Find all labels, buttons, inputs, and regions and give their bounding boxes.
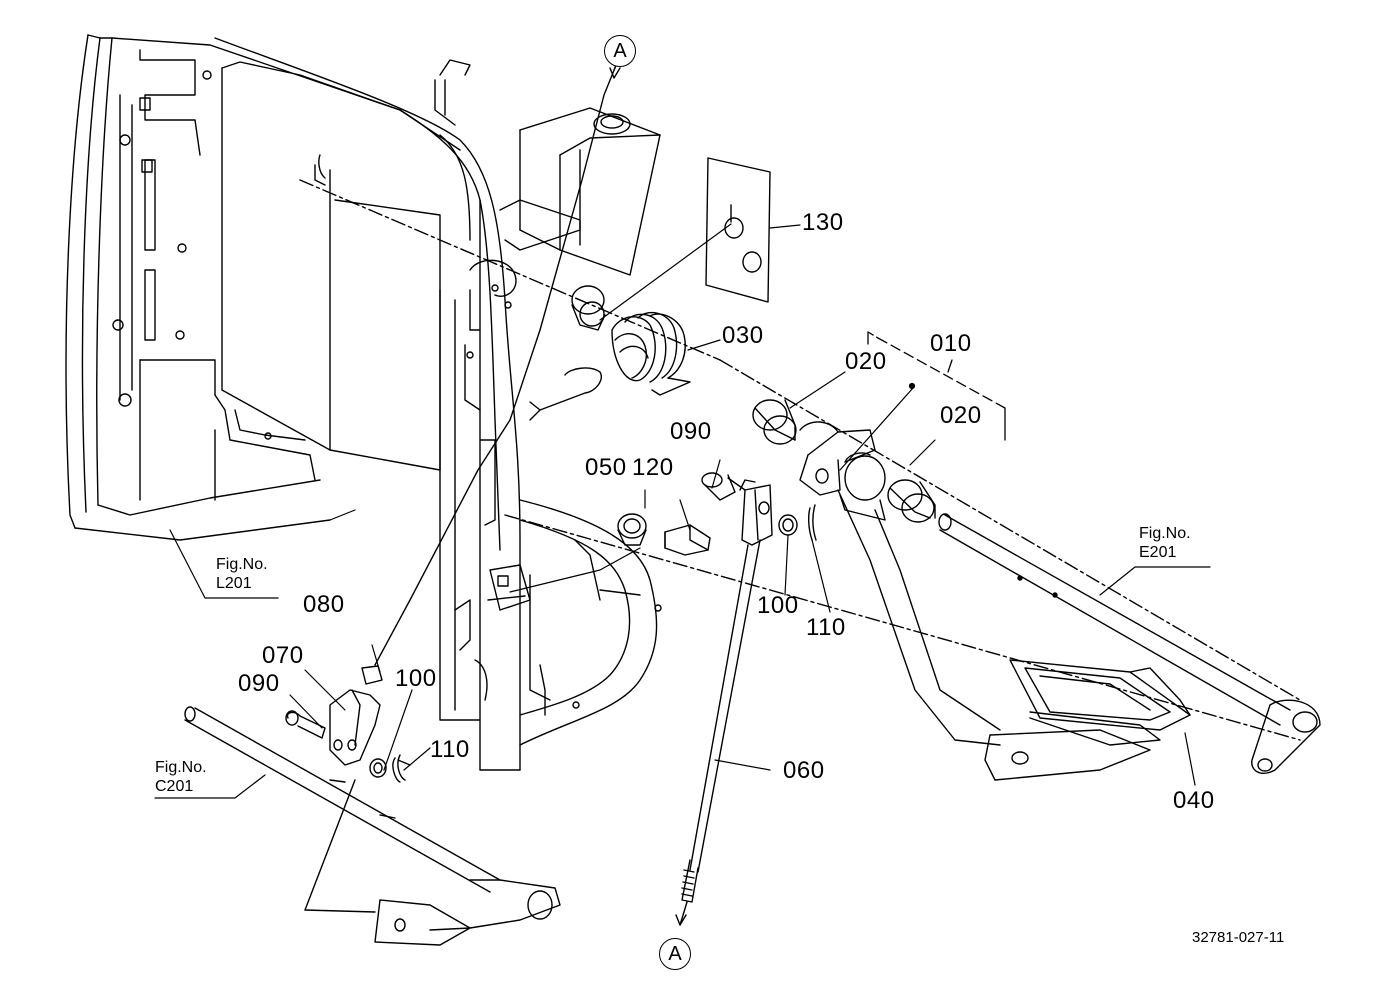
label-090-right: 090	[670, 418, 712, 445]
cab-pillar	[214, 37, 521, 771]
label-060: 060	[783, 757, 825, 784]
figure-ref-c201-title: Fig.No.	[155, 759, 207, 776]
washer-right	[778, 514, 798, 536]
label-050: 050	[585, 454, 627, 481]
bushing-near-frame	[529, 285, 606, 421]
label-120: 120	[632, 454, 674, 481]
pedal-rod	[675, 539, 761, 926]
reference-marker-a-top: A	[604, 35, 636, 67]
lower-linkage	[285, 665, 411, 783]
upper-bracket	[434, 59, 661, 276]
rod-clevis	[739, 479, 773, 546]
label-010: 010	[930, 330, 972, 357]
pedal-shaft	[938, 513, 1321, 774]
figure-ref-e201: Fig.No. E201	[1139, 524, 1191, 562]
figure-ref-leaders	[154, 529, 1211, 799]
label-020-left: 020	[845, 348, 887, 375]
label-040: 040	[1173, 787, 1215, 814]
document-number: 32781-027-11	[1192, 929, 1285, 946]
label-100-right: 100	[757, 592, 799, 619]
figure-ref-l201-code: L201	[216, 575, 252, 592]
cotter-pin-right	[807, 504, 817, 541]
pedal-pad	[1009, 659, 1191, 746]
cab-frame-panel	[65, 34, 461, 541]
plate	[705, 157, 771, 303]
bushing-050	[617, 513, 647, 546]
figure-ref-c201-code: C201	[155, 778, 194, 795]
label-110-right: 110	[806, 614, 846, 641]
bushing-020-left	[752, 399, 797, 445]
label-100-left: 100	[395, 665, 437, 692]
label-080: 080	[303, 591, 345, 618]
bushing-020-right	[887, 479, 936, 523]
stopper-120	[664, 524, 711, 556]
label-030: 030	[722, 322, 764, 349]
assembly-bracket-010	[867, 331, 1006, 441]
return-spring	[611, 311, 691, 396]
center-lines	[299, 179, 1301, 741]
figure-ref-l201: Fig.No. L201	[216, 555, 268, 593]
label-070: 070	[262, 642, 304, 669]
label-090-left: 090	[238, 670, 280, 697]
label-130: 130	[802, 209, 844, 236]
label-020-right: 020	[940, 402, 982, 429]
clevis-pin-right	[701, 472, 746, 501]
floor-bracket	[487, 499, 662, 746]
label-110-left: 110	[430, 736, 470, 763]
figure-ref-e201-title: Fig.No.	[1139, 525, 1191, 542]
figure-ref-c201: Fig.No. C201	[155, 758, 207, 796]
lower-shaft	[184, 706, 561, 946]
pedal-arm-assembly	[799, 421, 1151, 781]
reference-marker-a-bottom: A	[659, 938, 691, 970]
figure-ref-l201-title: Fig.No.	[216, 556, 268, 573]
leader-lines	[289, 223, 1196, 786]
figure-ref-e201-code: E201	[1139, 544, 1177, 561]
